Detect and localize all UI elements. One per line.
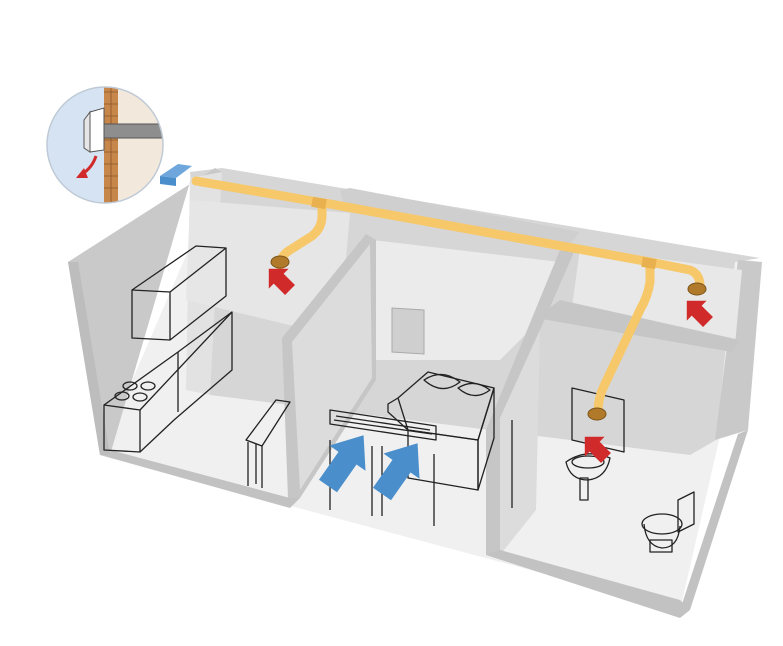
exhaust-fan-unit <box>160 164 192 186</box>
exhaust-arrow-bathroom <box>584 436 611 463</box>
stove <box>114 381 156 402</box>
low-cabinet <box>329 409 437 441</box>
bathroom-mirror <box>571 387 625 453</box>
exhaust-duct-network <box>191 176 707 421</box>
kitchen-back-wall <box>186 200 350 330</box>
supply-air-arrow-2 <box>372 443 420 501</box>
partition-wall-bedroom-bathroom <box>486 250 574 555</box>
bedroom-doorway <box>391 307 425 355</box>
storage-exhaust-grille <box>687 282 707 296</box>
right-exterior-wall <box>715 260 762 440</box>
apartment-floor-plan <box>68 168 762 618</box>
vent-hood <box>89 107 105 153</box>
exhaust-arrow-kitchen <box>268 268 295 295</box>
partition-wall-bathroom-face <box>500 330 540 555</box>
left-front-corner <box>68 262 110 455</box>
kitchen-upper-cabinet <box>131 245 227 341</box>
partition-wall-face <box>292 244 372 490</box>
bathroom-exhaust-grille <box>587 407 607 421</box>
vent-pipe <box>103 123 163 139</box>
top-divider-wall <box>340 188 580 244</box>
front-wall-edge <box>100 450 300 508</box>
exhaust-arrow-storage <box>686 300 713 327</box>
left-exterior-wall <box>68 168 222 455</box>
exterior-wall-vent-inset <box>46 86 164 204</box>
toilet <box>641 491 695 553</box>
bathroom-divider-wall <box>536 300 740 352</box>
supply-air-arrow-1 <box>318 435 366 493</box>
front-wall-edge-right <box>486 550 690 618</box>
desk <box>245 399 291 488</box>
bathroom-exhaust-branch <box>593 257 655 417</box>
kitchen-cabinets <box>103 311 233 453</box>
kitchen-exhaust-grille <box>270 255 290 269</box>
right-front-wall <box>680 430 748 610</box>
